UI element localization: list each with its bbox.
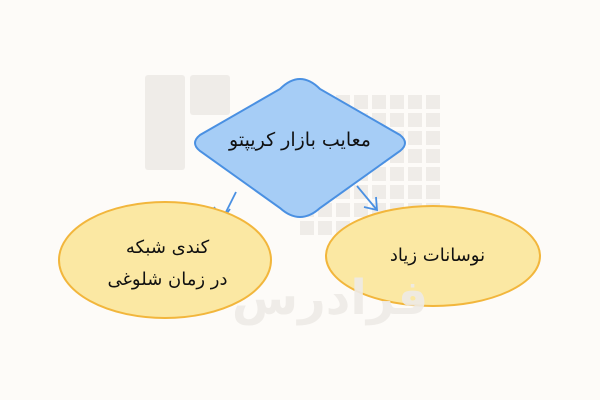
child-label-left-line1: کندی شبکه [125, 237, 210, 258]
child-ellipse-left [58, 201, 272, 319]
child-ellipse-right [325, 205, 541, 307]
watermark-text: فرادرس [231, 270, 429, 326]
edge-root-to-right [356, 185, 378, 211]
child-label-left: کندی شبکه در زمان شلوغی [60, 232, 275, 296]
child-label-left-line2: در زمان شلوغی [107, 269, 228, 290]
arrowhead-right [363, 196, 378, 212]
root-label: معایب بازار کریپتو [229, 129, 371, 151]
child-label-right: نوسانات زیاد [389, 245, 486, 266]
root-diamond [194, 77, 406, 219]
